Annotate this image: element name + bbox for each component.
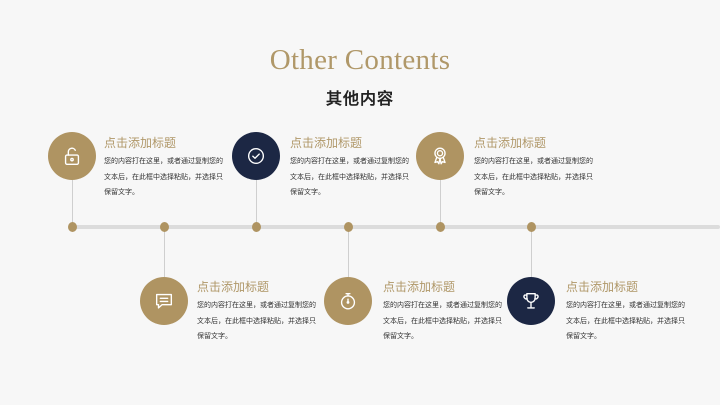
connector-3 xyxy=(256,180,257,224)
check-circle-icon xyxy=(247,147,265,165)
timeline-item-1-body[interactable]: 您的内容打在这里，或者通过复制您的文本后，在此框中选择粘贴，并选择只保留文字。 xyxy=(104,157,223,196)
message-icon xyxy=(155,293,173,309)
timeline-dot-3 xyxy=(251,222,261,232)
timeline-dot-2 xyxy=(159,222,169,232)
timeline-item-4-title[interactable]: 点击添加标题 xyxy=(383,280,456,294)
timeline-axis xyxy=(72,225,720,229)
connector-1 xyxy=(72,180,73,224)
timeline-item-3-body[interactable]: 您的内容打在这里，或者通过复制您的文本后，在此框中选择粘贴，并选择只保留文字。 xyxy=(290,157,409,196)
timeline-item-5-badge xyxy=(416,132,464,180)
connector-6 xyxy=(531,229,532,277)
timeline-dot-4 xyxy=(343,222,353,232)
timeline-dot-5 xyxy=(435,222,445,232)
timeline-item-2-card: 点击添加标题 您的内容打在这里，或者通过复制您的文本后，在此框中选择粘贴，并选择… xyxy=(197,279,322,345)
connector-4 xyxy=(348,229,349,277)
timeline-dot-1 xyxy=(67,222,77,232)
timeline-item-6-card: 点击添加标题 您的内容打在这里，或者通过复制您的文本后，在此框中选择粘贴，并选择… xyxy=(566,279,691,345)
connector-2 xyxy=(164,229,165,277)
timeline-item-4-card: 点击添加标题 您的内容打在这里，或者通过复制您的文本后，在此框中选择粘贴，并选择… xyxy=(383,279,508,345)
connector-5 xyxy=(440,180,441,224)
timeline-item-5-title[interactable]: 点击添加标题 xyxy=(474,136,547,150)
timeline-item-3-card: 点击添加标题 您的内容打在这里，或者通过复制您的文本后，在此框中选择粘贴，并选择… xyxy=(290,135,415,201)
timeline-item-1-title[interactable]: 点击添加标题 xyxy=(104,136,177,150)
timeline-item-2-title[interactable]: 点击添加标题 xyxy=(197,280,270,294)
timeline-item-6-title[interactable]: 点击添加标题 xyxy=(566,280,639,294)
stopwatch-icon xyxy=(340,292,356,310)
trophy-icon xyxy=(523,292,539,309)
timeline-item-3-badge xyxy=(232,132,280,180)
timeline-item-2-body[interactable]: 您的内容打在这里，或者通过复制您的文本后，在此框中选择粘贴，并选择只保留文字。 xyxy=(197,301,316,340)
timeline-item-2-badge xyxy=(140,277,188,325)
timeline-item-5-card: 点击添加标题 您的内容打在这里，或者通过复制您的文本后，在此框中选择粘贴，并选择… xyxy=(474,135,599,201)
timeline-item-1-badge xyxy=(48,132,96,180)
timeline-item-4-body[interactable]: 您的内容打在这里，或者通过复制您的文本后，在此框中选择粘贴，并选择只保留文字。 xyxy=(383,301,502,340)
page-title-english: Other Contents xyxy=(269,44,451,76)
timeline-item-6-body[interactable]: 您的内容打在这里，或者通过复制您的文本后，在此框中选择粘贴，并选择只保留文字。 xyxy=(566,301,685,340)
timeline-item-6-badge xyxy=(507,277,555,325)
unlock-icon xyxy=(64,147,80,165)
page-title-chinese: 其他内容 xyxy=(325,89,394,108)
timeline-item-1-card: 点击添加标题 您的内容打在这里，或者通过复制您的文本后，在此框中选择粘贴，并选择… xyxy=(104,135,229,201)
timeline-item-5-body[interactable]: 您的内容打在这里，或者通过复制您的文本后，在此框中选择粘贴，并选择只保留文字。 xyxy=(474,157,593,196)
timeline-dot-6 xyxy=(526,222,536,232)
award-icon xyxy=(434,147,446,165)
timeline-item-4-badge xyxy=(324,277,372,325)
timeline-item-3-title[interactable]: 点击添加标题 xyxy=(290,136,363,150)
